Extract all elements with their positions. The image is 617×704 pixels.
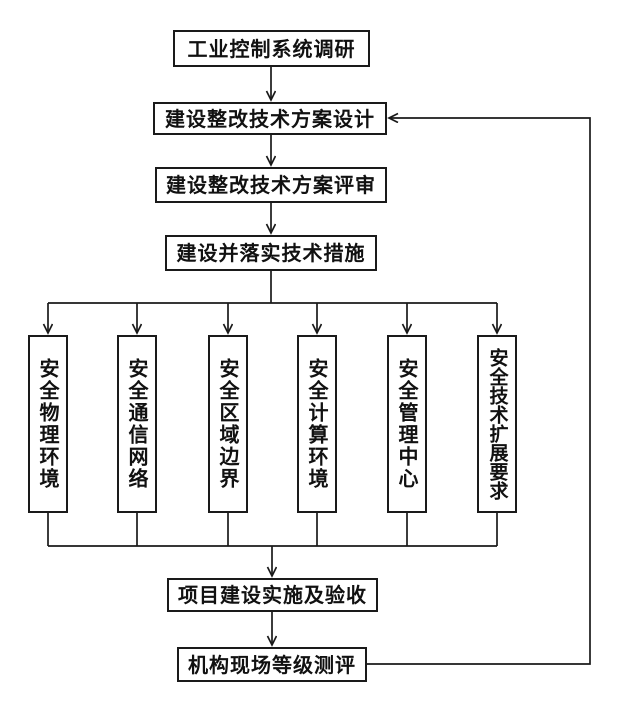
branch-communication-network: 安全通信网络	[117, 335, 157, 513]
branch-area-boundary-label: 安全区域边界	[216, 358, 240, 490]
branch-extension-requirements: 安全技术扩展要求	[477, 335, 517, 513]
node-plan-review-label: 建设整改技术方案评审	[166, 173, 376, 197]
node-project-acceptance: 项目建设实施及验收	[167, 578, 378, 612]
branch-computing-environment: 安全计算环境	[297, 335, 337, 513]
node-plan-review: 建设整改技术方案评审	[155, 167, 387, 203]
branch-extension-requirements-label: 安全技术扩展要求	[486, 348, 509, 500]
node-implement-measures: 建设并落实技术措施	[165, 235, 377, 271]
branch-communication-network-label: 安全通信网络	[125, 358, 149, 490]
branch-management-center-label: 安全管理中心	[395, 358, 419, 490]
node-onsite-evaluation-label: 机构现场等级测评	[188, 652, 356, 677]
branch-physical-environment: 安全物理环境	[28, 335, 68, 513]
node-industrial-survey: 工业控制系统调研	[173, 30, 370, 67]
branch-computing-environment-label: 安全计算环境	[305, 358, 329, 490]
node-industrial-survey-label: 工业控制系统调研	[187, 36, 356, 61]
node-plan-design: 建设整改技术方案设计	[153, 102, 387, 135]
node-implement-measures-label: 建设并落实技术措施	[176, 241, 366, 265]
node-onsite-evaluation: 机构现场等级测评	[177, 647, 367, 682]
branch-area-boundary: 安全区域边界	[208, 335, 248, 513]
node-project-acceptance-label: 项目建设实施及验收	[178, 583, 367, 607]
branch-physical-environment-label: 安全物理环境	[36, 358, 60, 490]
branch-management-center: 安全管理中心	[387, 335, 427, 513]
edge-feedback-loop	[367, 118, 591, 665]
node-plan-design-label: 建设整改技术方案设计	[165, 106, 375, 131]
